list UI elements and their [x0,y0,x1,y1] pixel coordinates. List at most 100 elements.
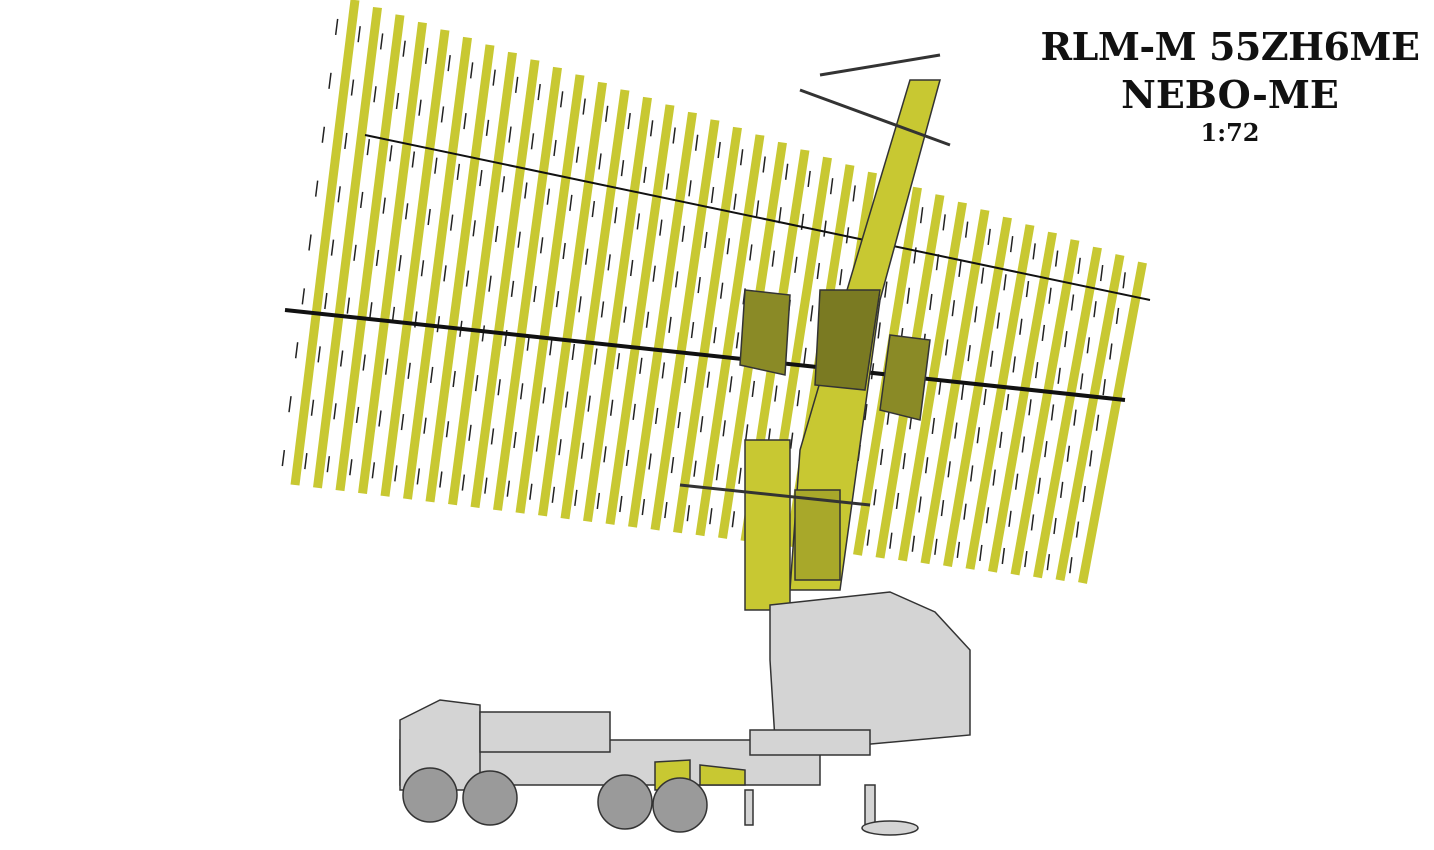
dipole [549,339,553,356]
dipole [940,499,945,517]
antenna-element [583,96,652,523]
antenna-element [943,216,1012,567]
dipole [445,421,450,438]
dipole [310,399,315,416]
dipole [677,411,681,429]
dipole [529,483,533,500]
dipole [623,306,627,323]
dipole [706,371,711,388]
dipole [645,311,650,328]
dipole [1102,379,1106,396]
dipole [1079,373,1084,390]
dipole [632,403,636,420]
dipole [571,343,576,361]
dipole [755,200,760,217]
dipole [461,474,466,491]
dipole [440,106,445,123]
dipole [654,407,659,425]
wheel [597,774,653,830]
dipole [963,503,967,520]
dipole [314,180,319,197]
dipole [722,420,726,437]
dipole [481,325,486,342]
antenna-element [965,224,1035,570]
dipole [1009,236,1014,253]
antenna-element [1010,239,1080,576]
dipole [983,388,987,406]
dipole [357,26,361,43]
antenna-element [470,59,540,508]
dipole [906,287,911,304]
dipole [627,112,631,130]
dipole [1089,450,1093,467]
dipole [987,228,991,245]
dipole [731,511,736,528]
dipole [1021,436,1026,453]
dipole [304,453,308,470]
dipole [346,297,351,314]
side-panel-right [879,334,931,421]
antenna-element [538,81,607,517]
antenna-element [493,66,562,511]
antenna-element [1055,254,1125,582]
dipole [1053,517,1057,535]
dipole [935,254,940,271]
dipole [344,132,348,150]
dipole [281,449,286,467]
dipole [713,327,717,344]
dipole [719,282,724,299]
dipole [652,265,656,282]
dipole [395,92,400,110]
dipole [371,462,376,479]
antenna-element [1078,261,1147,584]
dipole [686,505,691,522]
dipole [620,160,625,177]
dipole [709,508,713,525]
antenna-upper-boom [364,134,1151,301]
dipole [636,213,641,230]
turntable [749,729,871,756]
dipole [418,99,422,116]
dipole [1019,318,1023,335]
dipole [879,448,884,466]
dipole [944,339,949,356]
dipole [697,276,701,294]
dipole [510,280,515,297]
dipole [1073,409,1077,426]
dipole [373,86,377,103]
dipole [384,358,389,375]
dipole [333,403,337,420]
dipole [789,432,794,449]
wheel [402,767,458,823]
antenna-element [448,51,517,506]
dipole [616,353,621,370]
dipole [539,237,544,254]
dipole [542,387,546,404]
dipole [574,489,578,506]
antenna-element [673,126,742,534]
dipole [919,207,924,224]
vehicle [399,591,971,836]
outrigger [864,784,876,826]
dipole [665,173,670,190]
dipole [533,285,537,303]
dipole [578,296,582,313]
dipole [1048,287,1052,304]
dipole [411,151,416,168]
dipole [456,163,461,180]
dipole [996,312,1001,329]
dipole [519,383,524,400]
dipole [668,316,672,333]
dipole [1064,331,1068,348]
dipole [918,496,922,513]
dipole [562,242,566,260]
dipole [794,256,798,273]
dipole [715,464,720,481]
dipole [1070,294,1075,311]
dipole [378,410,382,427]
dipole [690,321,695,339]
dipole [447,55,451,72]
dipole [1044,441,1048,458]
dipole [774,385,778,402]
dipole [1109,343,1113,360]
